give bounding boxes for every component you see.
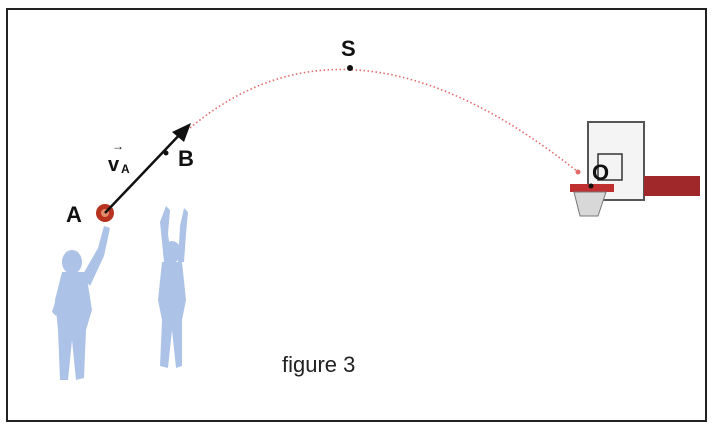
player-defender-icon (158, 206, 188, 368)
velocity-arrow-symbol: → (112, 139, 124, 153)
point-o-dot (588, 183, 594, 189)
ball-trajectory (189, 68, 579, 173)
label-o: O (592, 160, 609, 185)
velocity-subscript: A (121, 162, 130, 176)
basketball-hoop-icon (570, 121, 700, 217)
point-b-dot (163, 150, 169, 156)
velocity-vector (104, 129, 185, 214)
velocity-arrowhead (172, 123, 191, 142)
player-shooter-icon (52, 226, 110, 380)
label-b: B (178, 146, 194, 171)
figure-caption: figure 3 (282, 352, 356, 377)
label-s: S (341, 36, 356, 61)
label-a: A (66, 202, 82, 227)
point-s-dot (347, 65, 353, 71)
velocity-label: v (108, 154, 120, 176)
